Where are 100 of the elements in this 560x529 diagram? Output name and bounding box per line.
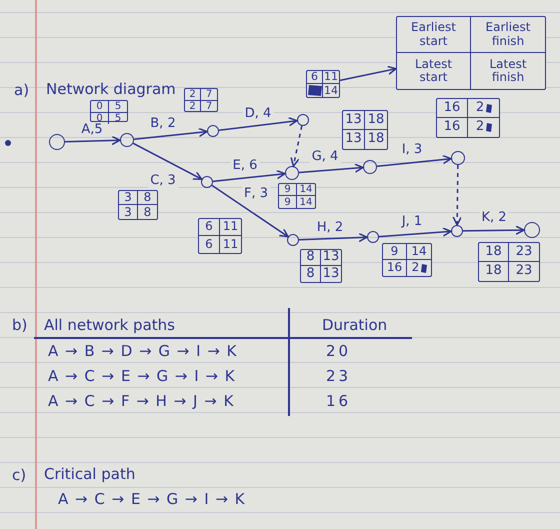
event-circle (297, 114, 309, 126)
path-sequence: A → B → D → G → I → K (48, 342, 238, 360)
time-box (478, 242, 540, 282)
time-value: 9 (283, 196, 292, 208)
section-marker: a) (14, 81, 30, 99)
time-box (198, 218, 242, 254)
time-value: 8 (142, 191, 152, 204)
path-sequence: A → C → E → G → I → K (48, 367, 236, 385)
time-box (278, 183, 316, 209)
arrow (462, 225, 525, 235)
edge-label: G, 4 (310, 150, 340, 164)
duration-value: 20 (326, 342, 352, 360)
event-circle (201, 176, 213, 188)
arrow (298, 232, 368, 242)
time-value: 6 (310, 71, 319, 84)
event-circle (524, 222, 540, 238)
event-circle (207, 125, 219, 137)
time-value: 18 (366, 112, 386, 128)
time-value: 6 (204, 238, 214, 252)
arrow (378, 227, 452, 238)
section-heading: Critical path (44, 465, 136, 483)
time-value: 2 (410, 261, 420, 275)
time-value: 7 (204, 101, 214, 112)
event-circle (451, 225, 463, 237)
time-box (306, 70, 340, 98)
time-value: 9 (283, 184, 292, 195)
time-value: 14 (298, 196, 314, 208)
section-heading: All network paths (44, 316, 175, 334)
duration-value: 23 (326, 367, 352, 385)
time-value: 13 (322, 250, 340, 265)
time-box (184, 88, 218, 112)
key-label: Earliest finish (484, 21, 532, 48)
column-header: Duration (322, 316, 388, 334)
arrow (340, 66, 397, 82)
event-circle (287, 234, 299, 246)
arrow (212, 170, 286, 182)
event-circle (120, 133, 134, 147)
time-value: 11 (323, 71, 339, 84)
time-value: 2 (474, 120, 486, 135)
time-box (300, 249, 342, 283)
arrow (218, 116, 298, 132)
arrow (212, 184, 289, 238)
time-value: 0 (95, 101, 104, 112)
time-value: 16 (442, 120, 462, 135)
arrow (64, 136, 121, 146)
arrow (134, 128, 208, 140)
time-box (382, 243, 432, 277)
edge-label: D, 4 (242, 107, 274, 121)
dashed-arrow (452, 164, 462, 226)
time-box (436, 98, 500, 138)
time-value: 8 (142, 206, 152, 219)
dashed-arrow (290, 126, 303, 167)
section-marker: b) (12, 316, 28, 334)
path-sequence: A → C → E → G → I → K (58, 490, 246, 508)
time-value: 7 (204, 89, 214, 100)
time-value: 9 (390, 244, 400, 258)
edge-label: E, 6 (230, 159, 260, 173)
time-box (342, 110, 388, 150)
path-sequence: A → C → F → H → J → K (48, 392, 234, 410)
arrow (132, 142, 202, 180)
time-value: 18 (484, 264, 503, 279)
time-value: 5 (114, 113, 122, 124)
arrow (376, 154, 452, 168)
time-value: 14 (323, 84, 339, 97)
time-value: 18 (484, 244, 503, 260)
time-value: 16 (442, 100, 462, 116)
event-circle (285, 166, 299, 180)
event-circle (367, 231, 379, 243)
time-value: 6 (204, 220, 214, 234)
duration-value: 16 (326, 392, 352, 410)
time-value: 14 (410, 244, 428, 258)
diagram-title: Network diagram (46, 80, 176, 98)
time-value: 2 (474, 100, 486, 116)
key-label: Earliest start (410, 21, 457, 48)
time-value: 2 (188, 101, 197, 112)
time-value: 8 (305, 250, 316, 265)
time-value: 11 (222, 238, 240, 252)
edge-label: F, 3 (242, 187, 270, 201)
event-circle (451, 151, 465, 165)
key-label: Latest finish (488, 58, 528, 84)
time-value: 13 (344, 132, 363, 147)
time-value: 13 (344, 112, 363, 128)
arrow (298, 163, 364, 174)
time-value: 18 (366, 132, 386, 147)
edge-label: K, 2 (479, 211, 509, 225)
time-box (118, 190, 158, 220)
time-value: 3 (123, 191, 133, 204)
time-value: 3 (123, 206, 133, 219)
time-value: 23 (514, 244, 534, 260)
event-circle (49, 134, 65, 150)
key-box (396, 16, 546, 90)
edge-label: C, 3 (148, 174, 178, 188)
time-value: 11 (222, 220, 240, 234)
key-label: Latest start (414, 58, 454, 84)
event-circle (363, 160, 377, 174)
time-value: 23 (514, 264, 534, 279)
time-value: 0 (96, 113, 104, 124)
time-value: 8 (305, 266, 316, 282)
time-value: 13 (322, 266, 340, 282)
time-value: 14 (298, 184, 314, 195)
